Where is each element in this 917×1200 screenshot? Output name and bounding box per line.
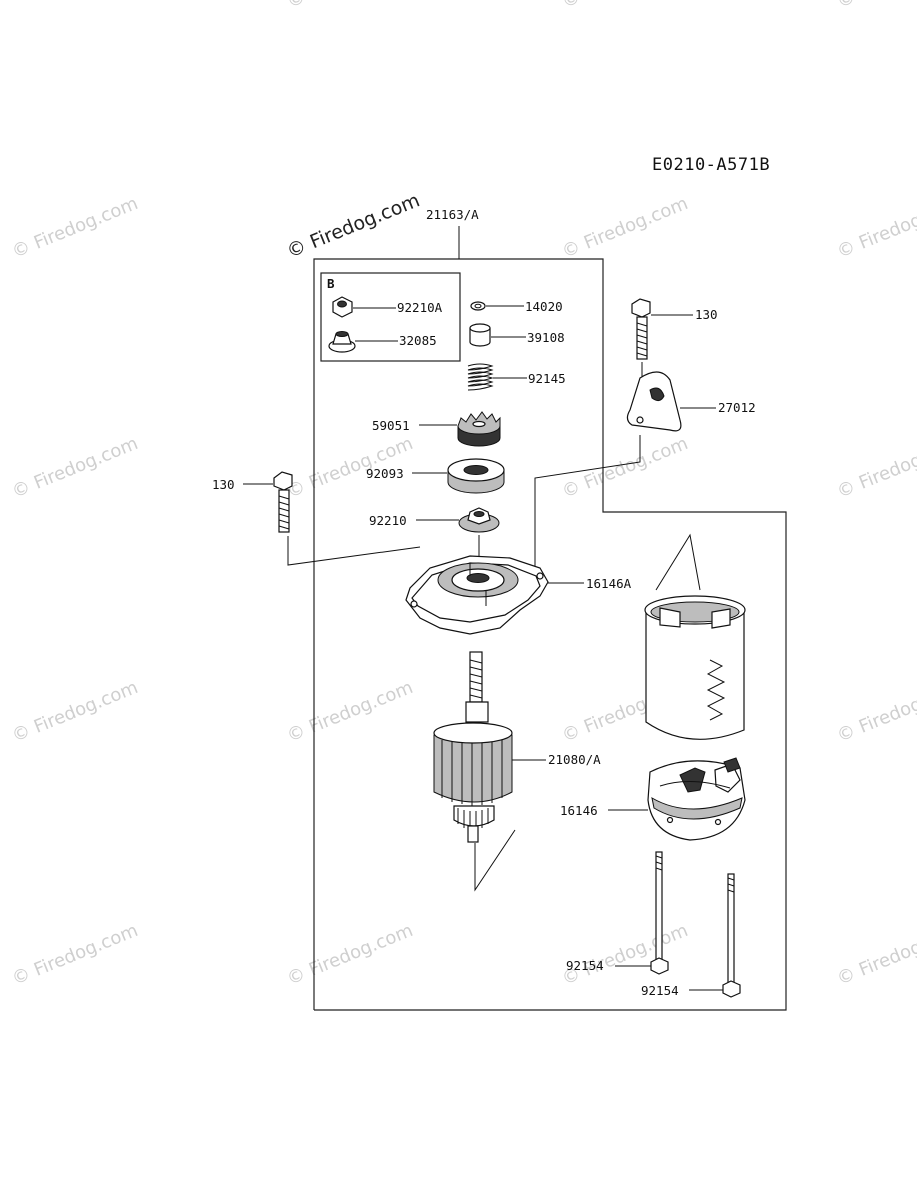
yoke-housing-icon	[644, 595, 746, 740]
washer-icon	[447, 458, 505, 494]
watermark: © Firedog.com	[834, 677, 917, 747]
front-end-cover-icon	[405, 555, 549, 635]
watermark: © Firedog.com	[284, 0, 416, 13]
watermark-dark: © Firedog.com	[284, 189, 423, 262]
watermark: © Firedog.com	[834, 0, 917, 13]
watermark: © Firedog.com	[834, 920, 917, 990]
watermark: © Firedog.com	[284, 920, 416, 990]
watermark: © Firedog.com	[559, 0, 691, 13]
kit-cap-icon	[328, 331, 356, 353]
armature-icon	[433, 651, 513, 843]
label-nut-kit: 92210A	[397, 300, 443, 315]
pinion-gear-icon	[457, 411, 501, 447]
collar-icon	[469, 323, 491, 347]
assembly-frame: 21163/A	[313, 207, 787, 1011]
through-bolt-2-icon	[722, 873, 741, 998]
label-pinion: 59051	[372, 418, 410, 433]
label-collar: 39108	[527, 330, 565, 345]
nut-icon	[458, 507, 500, 533]
watermark: © Firedog.com	[559, 920, 691, 990]
watermark: © Firedog.com	[9, 920, 141, 990]
spring-icon	[467, 363, 494, 391]
label-armature: 21080/A	[548, 752, 601, 767]
watermark: © Firedog.com	[559, 433, 691, 503]
watermark: © Firedog.com	[9, 677, 141, 747]
through-bolt-1-icon	[650, 851, 669, 975]
ring-icon	[470, 301, 486, 311]
label-ring: 14020	[525, 299, 563, 314]
watermark: © Firedog.com	[9, 433, 141, 503]
label-bolt-right: 130	[695, 307, 718, 322]
label-washer: 92093	[366, 466, 404, 481]
label-rear-end-cover: 16146	[560, 803, 598, 818]
diagram-code: E0210-A571B	[652, 155, 770, 175]
label-nut: 92210	[369, 513, 407, 528]
rear-end-cover-icon	[647, 757, 746, 841]
label-bolt-left: 130	[212, 477, 235, 492]
watermark: © Firedog.com	[834, 433, 917, 503]
label-through-bolt-1: 92154	[566, 958, 604, 973]
watermark: © Firedog.com	[559, 193, 691, 263]
watermark: © Firedog.com	[284, 677, 416, 747]
label-through-bolt-2: 92154	[641, 983, 679, 998]
watermark-layer: © Firedog.com © Firedog.com © Firedog.co…	[9, 0, 917, 990]
watermark: © Firedog.com	[9, 193, 141, 263]
watermark: © Firedog.com	[834, 193, 917, 263]
label-cap-kit: 32085	[399, 333, 437, 348]
label-bracket: 27012	[718, 400, 756, 415]
bolt-left-icon	[273, 471, 293, 533]
assembly-label: 21163/A	[426, 207, 479, 222]
kit-label: B	[327, 276, 335, 291]
kit-nut-icon	[332, 296, 353, 318]
label-front-end-cover: 16146A	[586, 576, 632, 591]
bolt-right-icon	[631, 298, 651, 360]
kit-box: B 92210A 32085	[320, 272, 461, 362]
bracket-icon	[626, 371, 682, 432]
label-spring: 92145	[528, 371, 566, 386]
